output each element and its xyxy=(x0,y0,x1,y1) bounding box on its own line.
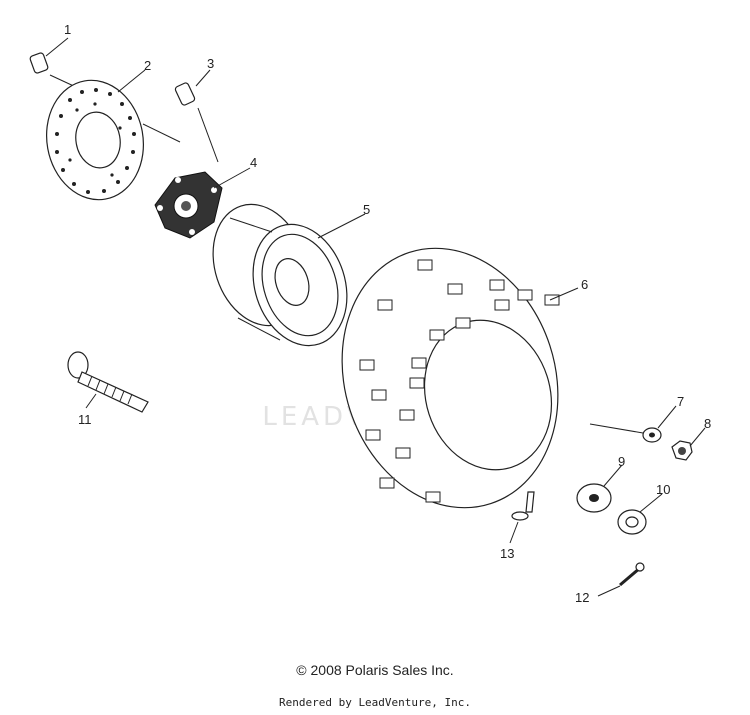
callout-8: 8 xyxy=(704,416,711,431)
tire-part-6 xyxy=(341,247,560,509)
nut-part-8 xyxy=(671,440,693,461)
leader-lines xyxy=(45,37,706,597)
callout-5: 5 xyxy=(363,202,370,217)
copyright-text: © 2008 Polaris Sales Inc. xyxy=(296,662,454,678)
hub-part-4 xyxy=(154,171,223,239)
callout-10: 10 xyxy=(656,482,670,497)
callout-11: 11 xyxy=(78,412,92,427)
brake-disc-part-2 xyxy=(45,79,181,201)
callout-9: 9 xyxy=(618,454,625,469)
valve-stem-part-13 xyxy=(511,491,535,521)
callout-12: 12 xyxy=(575,590,589,605)
callout-7: 7 xyxy=(677,394,684,409)
callout-3: 3 xyxy=(207,56,214,71)
callout-13: 13 xyxy=(500,546,514,561)
washer-part-7 xyxy=(589,423,662,443)
cotter-pin-part-12 xyxy=(619,562,645,587)
flat-washer-part-9 xyxy=(576,483,612,513)
stud-part-3 xyxy=(174,82,219,163)
callout-6: 6 xyxy=(581,277,588,292)
callout-4: 4 xyxy=(250,155,257,170)
callout-2: 2 xyxy=(144,58,151,73)
axle-part-11 xyxy=(67,351,149,413)
wheel-rim-part-5 xyxy=(212,203,348,347)
bolt-part-1 xyxy=(29,52,79,89)
castle-nut-part-10 xyxy=(617,509,647,535)
callout-1: 1 xyxy=(64,22,71,37)
rendered-by-text: Rendered by LeadVenture, Inc. xyxy=(278,696,472,709)
